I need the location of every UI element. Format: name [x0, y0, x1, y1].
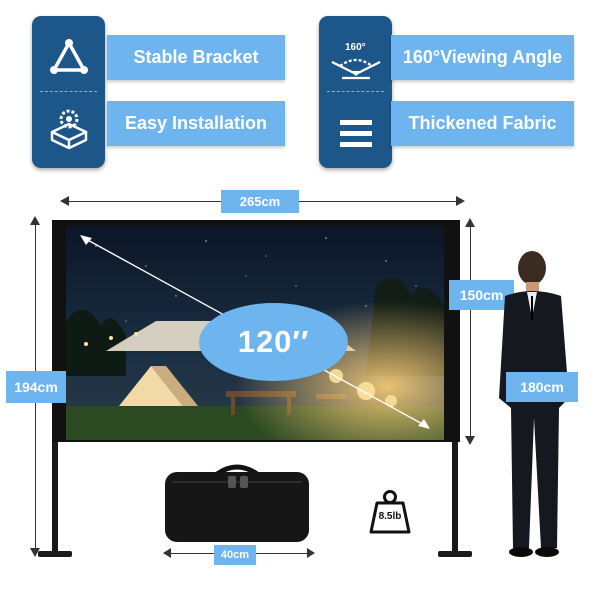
- panel-divider: [40, 91, 97, 92]
- person-height-label: 180cm: [506, 372, 578, 402]
- arrow-down-icon: [465, 436, 475, 445]
- stand-foot-right: [438, 551, 472, 557]
- arrow-down-icon: [30, 548, 40, 557]
- bag-length-label: 40cm: [214, 545, 256, 565]
- carry-bag: [162, 460, 312, 545]
- screen-height-label: 150cm: [449, 280, 514, 310]
- gear-box-icon: [48, 106, 90, 155]
- thickened-fabric-label: Thickened Fabric: [391, 101, 574, 146]
- panel-divider: [327, 91, 384, 92]
- fabric-layers-icon: [338, 118, 374, 155]
- bag-weight-value: 8.5lb: [378, 511, 402, 522]
- screen-size-badge: 120′′: [199, 303, 348, 381]
- arrow-left-icon: [60, 196, 69, 206]
- viewing-angle-value: 160°: [345, 42, 366, 53]
- easy-installation-label: Easy Installation: [107, 101, 285, 146]
- viewing-angle-icon: [328, 54, 384, 89]
- screen-height-line: [470, 226, 471, 436]
- arrow-left-icon: [163, 548, 171, 558]
- feature-icon-panel-left: [32, 16, 105, 168]
- arrow-up-icon: [465, 218, 475, 227]
- total-height-label: 194cm: [6, 371, 66, 403]
- width-label: 265cm: [221, 190, 299, 213]
- person-silhouette: [485, 248, 585, 564]
- stable-bracket-label: Stable Bracket: [107, 35, 285, 80]
- stand-foot-left: [38, 551, 72, 557]
- weight-icon: [368, 488, 412, 536]
- arrow-up-icon: [30, 216, 40, 225]
- viewing-angle-label: 160°Viewing Angle: [391, 35, 574, 80]
- triangle-bracket-icon: [49, 38, 89, 81]
- arrow-right-icon: [307, 548, 315, 558]
- arrow-right-icon: [456, 196, 465, 206]
- feature-icon-panel-right: 160°: [319, 16, 392, 168]
